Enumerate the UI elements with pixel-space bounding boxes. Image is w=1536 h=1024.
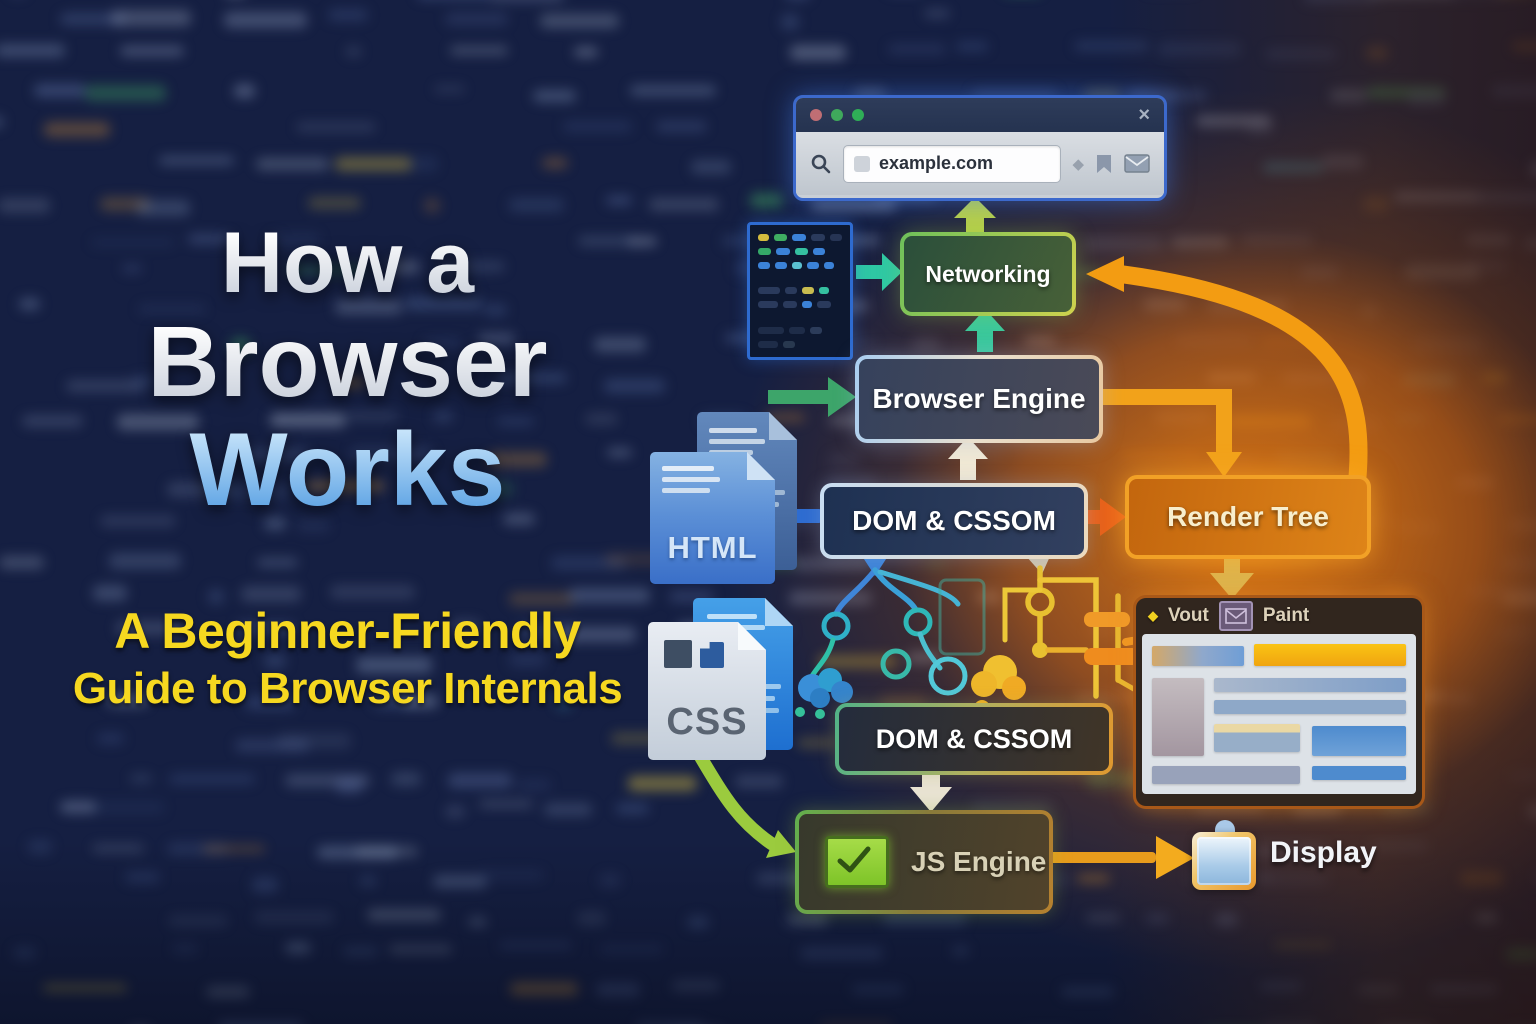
envelope-check-icon bbox=[825, 836, 889, 888]
arrow-rendertree-to-layout bbox=[1210, 553, 1254, 599]
node-browser-engine: Browser Engine bbox=[855, 355, 1103, 443]
wireframe-block bbox=[1214, 678, 1406, 692]
tab-paint: Paint bbox=[1262, 605, 1310, 626]
mail-icon bbox=[1124, 154, 1150, 173]
wireframe-block bbox=[1152, 678, 1204, 756]
wireframe-block bbox=[1254, 644, 1406, 666]
poster-title: How a Browser Works bbox=[55, 217, 640, 525]
envelope-icon bbox=[1218, 601, 1253, 631]
diamond-icon: ◆ bbox=[1072, 155, 1084, 173]
window-dot-red bbox=[810, 109, 822, 121]
wireframe-block bbox=[1312, 766, 1406, 780]
wireframe-block bbox=[1214, 700, 1406, 714]
arrow-engine-to-rendertree bbox=[1096, 389, 1232, 452]
js-engine-label: JS Engine bbox=[911, 846, 1047, 877]
arrow-networking-to-window bbox=[954, 197, 996, 236]
arrow-css-to-jsengine bbox=[693, 749, 779, 851]
diamond-icon: ◆ bbox=[1148, 608, 1158, 623]
subtitle-line-2: Guide to Browser Internals bbox=[72, 663, 623, 713]
node-render-tree: Render Tree bbox=[1125, 475, 1371, 559]
html-file-icon: HTML bbox=[650, 452, 775, 584]
search-icon bbox=[811, 154, 831, 173]
server-icon bbox=[747, 222, 853, 360]
layout-paint-window: ◆ Vout Paint bbox=[1136, 598, 1422, 806]
node-networking: Networking bbox=[900, 232, 1076, 316]
dom-tree-blue-icon bbox=[795, 556, 986, 719]
favicon-placeholder bbox=[854, 155, 870, 172]
window-dot-green bbox=[831, 109, 843, 121]
wireframe-block bbox=[1312, 726, 1406, 756]
bookmark-icon bbox=[1097, 154, 1111, 173]
address-bar: example.com bbox=[843, 144, 1062, 183]
css-file-icon: CSS bbox=[648, 622, 766, 760]
arrow-jsengine-to-display bbox=[1048, 852, 1156, 863]
wireframe-block bbox=[1152, 646, 1244, 666]
display-label: Display bbox=[1270, 836, 1377, 869]
subtitle-line-1: A Beginner-Friendly bbox=[114, 603, 581, 659]
url-text: example.com bbox=[879, 153, 994, 173]
wireframe-canvas bbox=[1142, 634, 1416, 794]
title-line-2: Browser bbox=[55, 309, 640, 415]
browser-toolbar: example.com ◆ bbox=[796, 132, 1164, 195]
arrow-dom-to-engine bbox=[948, 437, 988, 480]
browser-window-illustration: × example.com ◆ bbox=[793, 95, 1167, 201]
node-js-engine: JS Engine bbox=[795, 810, 1053, 914]
wireframe-block bbox=[1214, 724, 1300, 752]
arrow-server-to-networking bbox=[856, 253, 902, 291]
arrow-curve-to-networking bbox=[1111, 265, 1368, 501]
title-line-1: How a bbox=[55, 217, 640, 309]
poster-subtitle: A Beginner-Friendly Guide to Browser Int… bbox=[55, 600, 640, 715]
node-dom-cssom-top: DOM & CSSOM bbox=[820, 483, 1088, 559]
close-icon: × bbox=[1138, 104, 1150, 126]
arrow-into-engine bbox=[768, 377, 856, 417]
browser-titlebar: × bbox=[796, 98, 1164, 132]
window-dot-green-2 bbox=[852, 109, 864, 121]
wireframe-block bbox=[1152, 766, 1300, 784]
layout-window-titlebar: ◆ Vout Paint bbox=[1136, 598, 1422, 634]
display-icon bbox=[1192, 832, 1256, 890]
arrow-dom-to-rendertree bbox=[1082, 498, 1126, 536]
tab-layout: Vout bbox=[1168, 605, 1209, 626]
title-line-3: Works bbox=[55, 415, 640, 525]
node-dom-cssom-bottom: DOM & CSSOM bbox=[835, 703, 1113, 775]
